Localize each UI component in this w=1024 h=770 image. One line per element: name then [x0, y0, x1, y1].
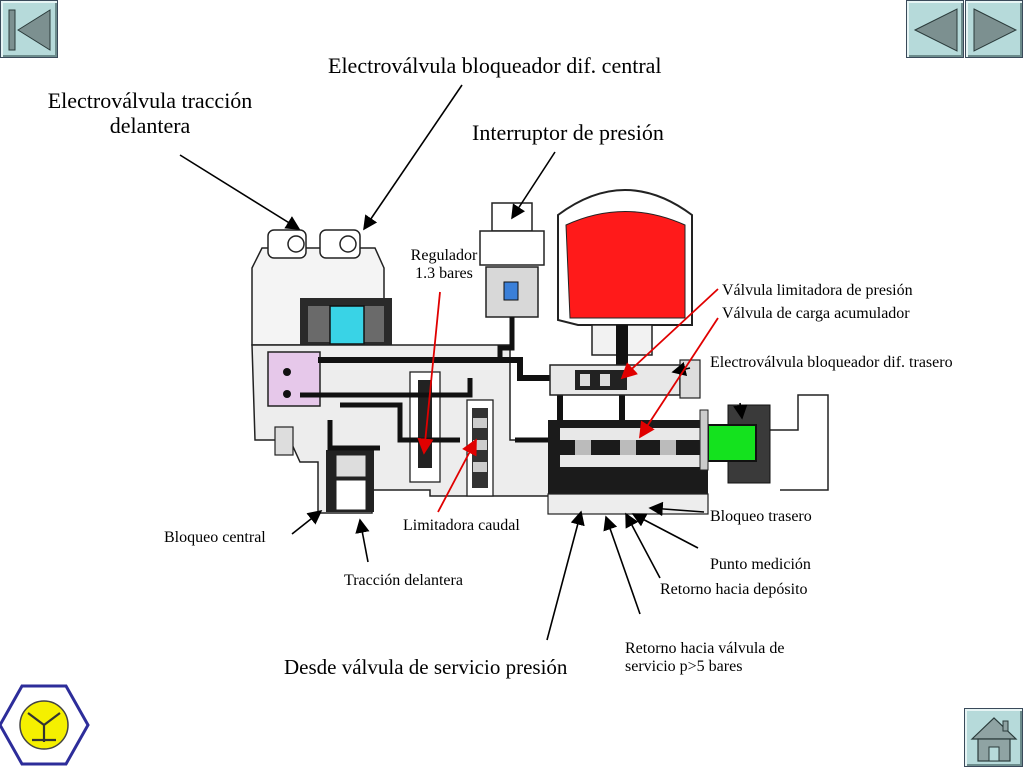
hexagon-logo-icon [0, 684, 90, 766]
label-traccion-delantera: Tracción delantera [344, 572, 463, 589]
label-electrovalvula-traccion-line1: Electroválvula tracción [47, 88, 253, 113]
label-interruptor-presion: Interruptor de presión [472, 120, 664, 145]
label-electrovalvula-trasero: Electroválvula bloqueador dif. trasero [710, 354, 953, 371]
label-retorno-deposito: Retorno hacia depósito [660, 581, 808, 598]
label-bloqueo-trasero: Bloqueo trasero [710, 508, 812, 525]
label-valvula-carga: Válvula de carga acumulador [722, 305, 910, 322]
label-punto-medicion: Punto medición [710, 556, 811, 573]
manifold-body [251, 344, 563, 514]
green-solenoid [707, 424, 757, 462]
label-electrovalvula-traccion: Electroválvula tracción delantera [28, 88, 272, 138]
triangle-right-icon [973, 8, 1018, 52]
home-icon [970, 717, 1018, 762]
label-desde-valvula-servicio: Desde válvula de servicio presión [284, 655, 568, 679]
label-valvula-limitadora: Válvula limitadora de presión [722, 282, 913, 299]
cyan-solenoid [329, 305, 365, 345]
right-valve-assembly [547, 359, 829, 515]
label-bloqueo-central: Bloqueo central [164, 529, 266, 546]
label-electrovalvula-central: Electroválvula bloqueador dif. central [328, 53, 662, 78]
label-limitadora-caudal: Limitadora caudal [403, 517, 520, 534]
label-retorno-valvula: Retorno hacia válvula de servicio p>5 ba… [625, 640, 785, 676]
label-retorno-valvula-line1: Retorno hacia válvula de [625, 640, 785, 657]
red-pointer-lines [417, 288, 719, 513]
label-regulador-line2: 1.3 bares [415, 264, 473, 282]
home-button[interactable] [964, 708, 1023, 767]
label-retorno-valvula-line2: servicio p>5 bares [625, 657, 743, 675]
triangle-left-icon [913, 8, 958, 52]
skip-back-icon [8, 9, 51, 51]
pink-valve [267, 351, 321, 407]
label-electrovalvula-traccion-line2: delantera [109, 112, 191, 138]
label-regulador: Regulador 1.3 bares [396, 247, 492, 283]
callout-arrows [179, 84, 748, 641]
next-slide-button[interactable] [965, 0, 1023, 58]
left-solenoid-block [251, 229, 392, 350]
first-slide-button[interactable] [0, 0, 58, 58]
accumulator [557, 189, 693, 430]
label-regulador-line1: Regulador [410, 247, 478, 264]
previous-slide-button[interactable] [906, 0, 964, 58]
